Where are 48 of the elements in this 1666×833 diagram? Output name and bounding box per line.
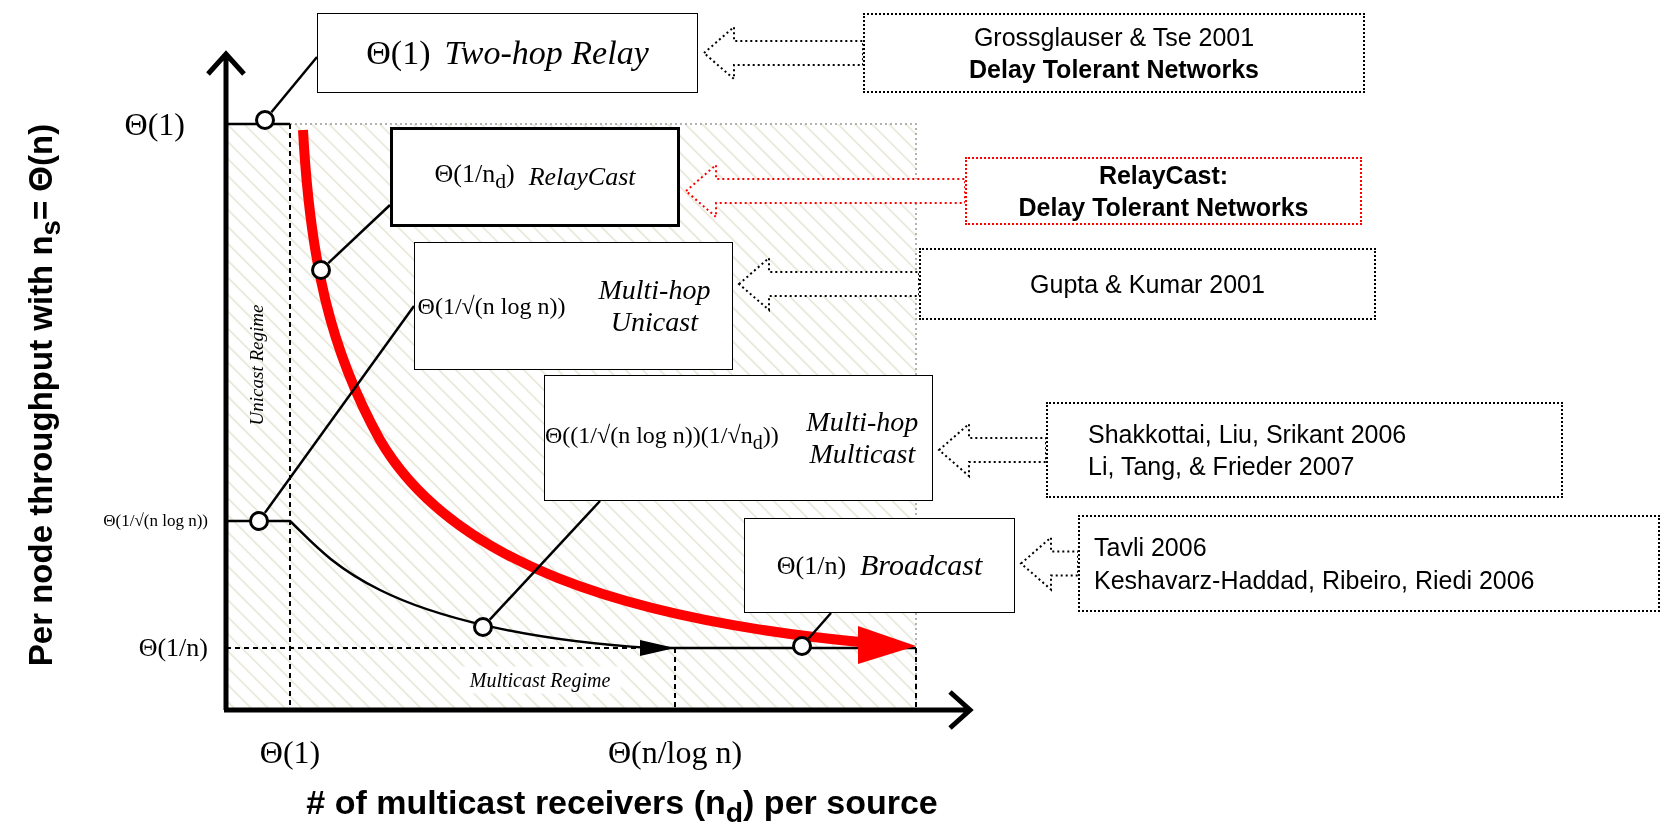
leader-line (263, 305, 415, 514)
scheme-name: RelayCast (528, 162, 636, 192)
reference-box (965, 157, 1362, 225)
scheme-name: Multi-hop Unicast (597, 273, 712, 339)
formula: Θ(1/n$_{d}$) (434, 159, 515, 195)
reference-text: RelayCast: (1098, 159, 1229, 191)
method-box (544, 375, 933, 501)
curve-point-marker (255, 110, 275, 130)
reference-text: Shakkottai, Liu, Srikant 2006 (1088, 418, 1407, 450)
method-box (317, 13, 698, 93)
block-arrow (702, 24, 864, 82)
reference-text: Delay Tolerant Networks (1018, 192, 1309, 223)
reference-box (919, 248, 1376, 320)
reference-box (1046, 402, 1563, 498)
formula: Θ(1/√(n log n)) (417, 292, 566, 320)
block-arrow (737, 255, 920, 313)
block-arrow (1019, 535, 1079, 592)
scheme-name: Broadcast (860, 548, 983, 583)
leader-line (270, 56, 318, 114)
axis-tick-label: Θ(1/√(n log n)) (103, 511, 208, 531)
method-box (390, 127, 680, 227)
method-box (414, 242, 733, 370)
scheme-name: Multi-hop Multicast (805, 405, 920, 471)
reference-text: Keshavarz-Haddad, Ribeiro, Riedi 2006 (1094, 564, 1535, 596)
axis-title: # of multicast receivers (n$_{d}$) per source (306, 783, 938, 829)
axis-tick-label: Θ(1/n) (138, 633, 208, 663)
block-arrow (684, 162, 966, 220)
axis-tick-label: Θ(n/log n) (607, 733, 743, 771)
reference-text: Delay Tolerant Networks (969, 54, 1259, 85)
leader-line (488, 500, 601, 621)
formula: Θ(1) (366, 34, 431, 72)
reference-text: Gupta & Kumar 2001 (1030, 268, 1265, 300)
formula: Θ((1/√(n log n))(1/√n$_{d}$)) (545, 422, 779, 454)
scheme-name: Two-hop Relay (444, 33, 649, 73)
formula: Θ(1/n) (776, 550, 847, 581)
reference-box (1078, 515, 1660, 612)
reference-text: Tavli 2006 (1094, 532, 1207, 563)
region-label: Unicast Regime (246, 303, 268, 428)
region-label: Multicast Regime (459, 666, 621, 694)
axis-tick-label: Θ(1) (259, 733, 321, 771)
reference-text: Li, Tang, & Frieder 2007 (1088, 451, 1355, 482)
method-box (744, 518, 1015, 613)
block-arrow (937, 421, 1047, 479)
axis-tick-label: Θ(1) (124, 105, 185, 143)
leader-line (807, 612, 832, 640)
reference-text: Grossglauser & Tse 2001 (973, 21, 1255, 53)
reference-box (863, 13, 1365, 93)
leader-line (327, 204, 391, 265)
